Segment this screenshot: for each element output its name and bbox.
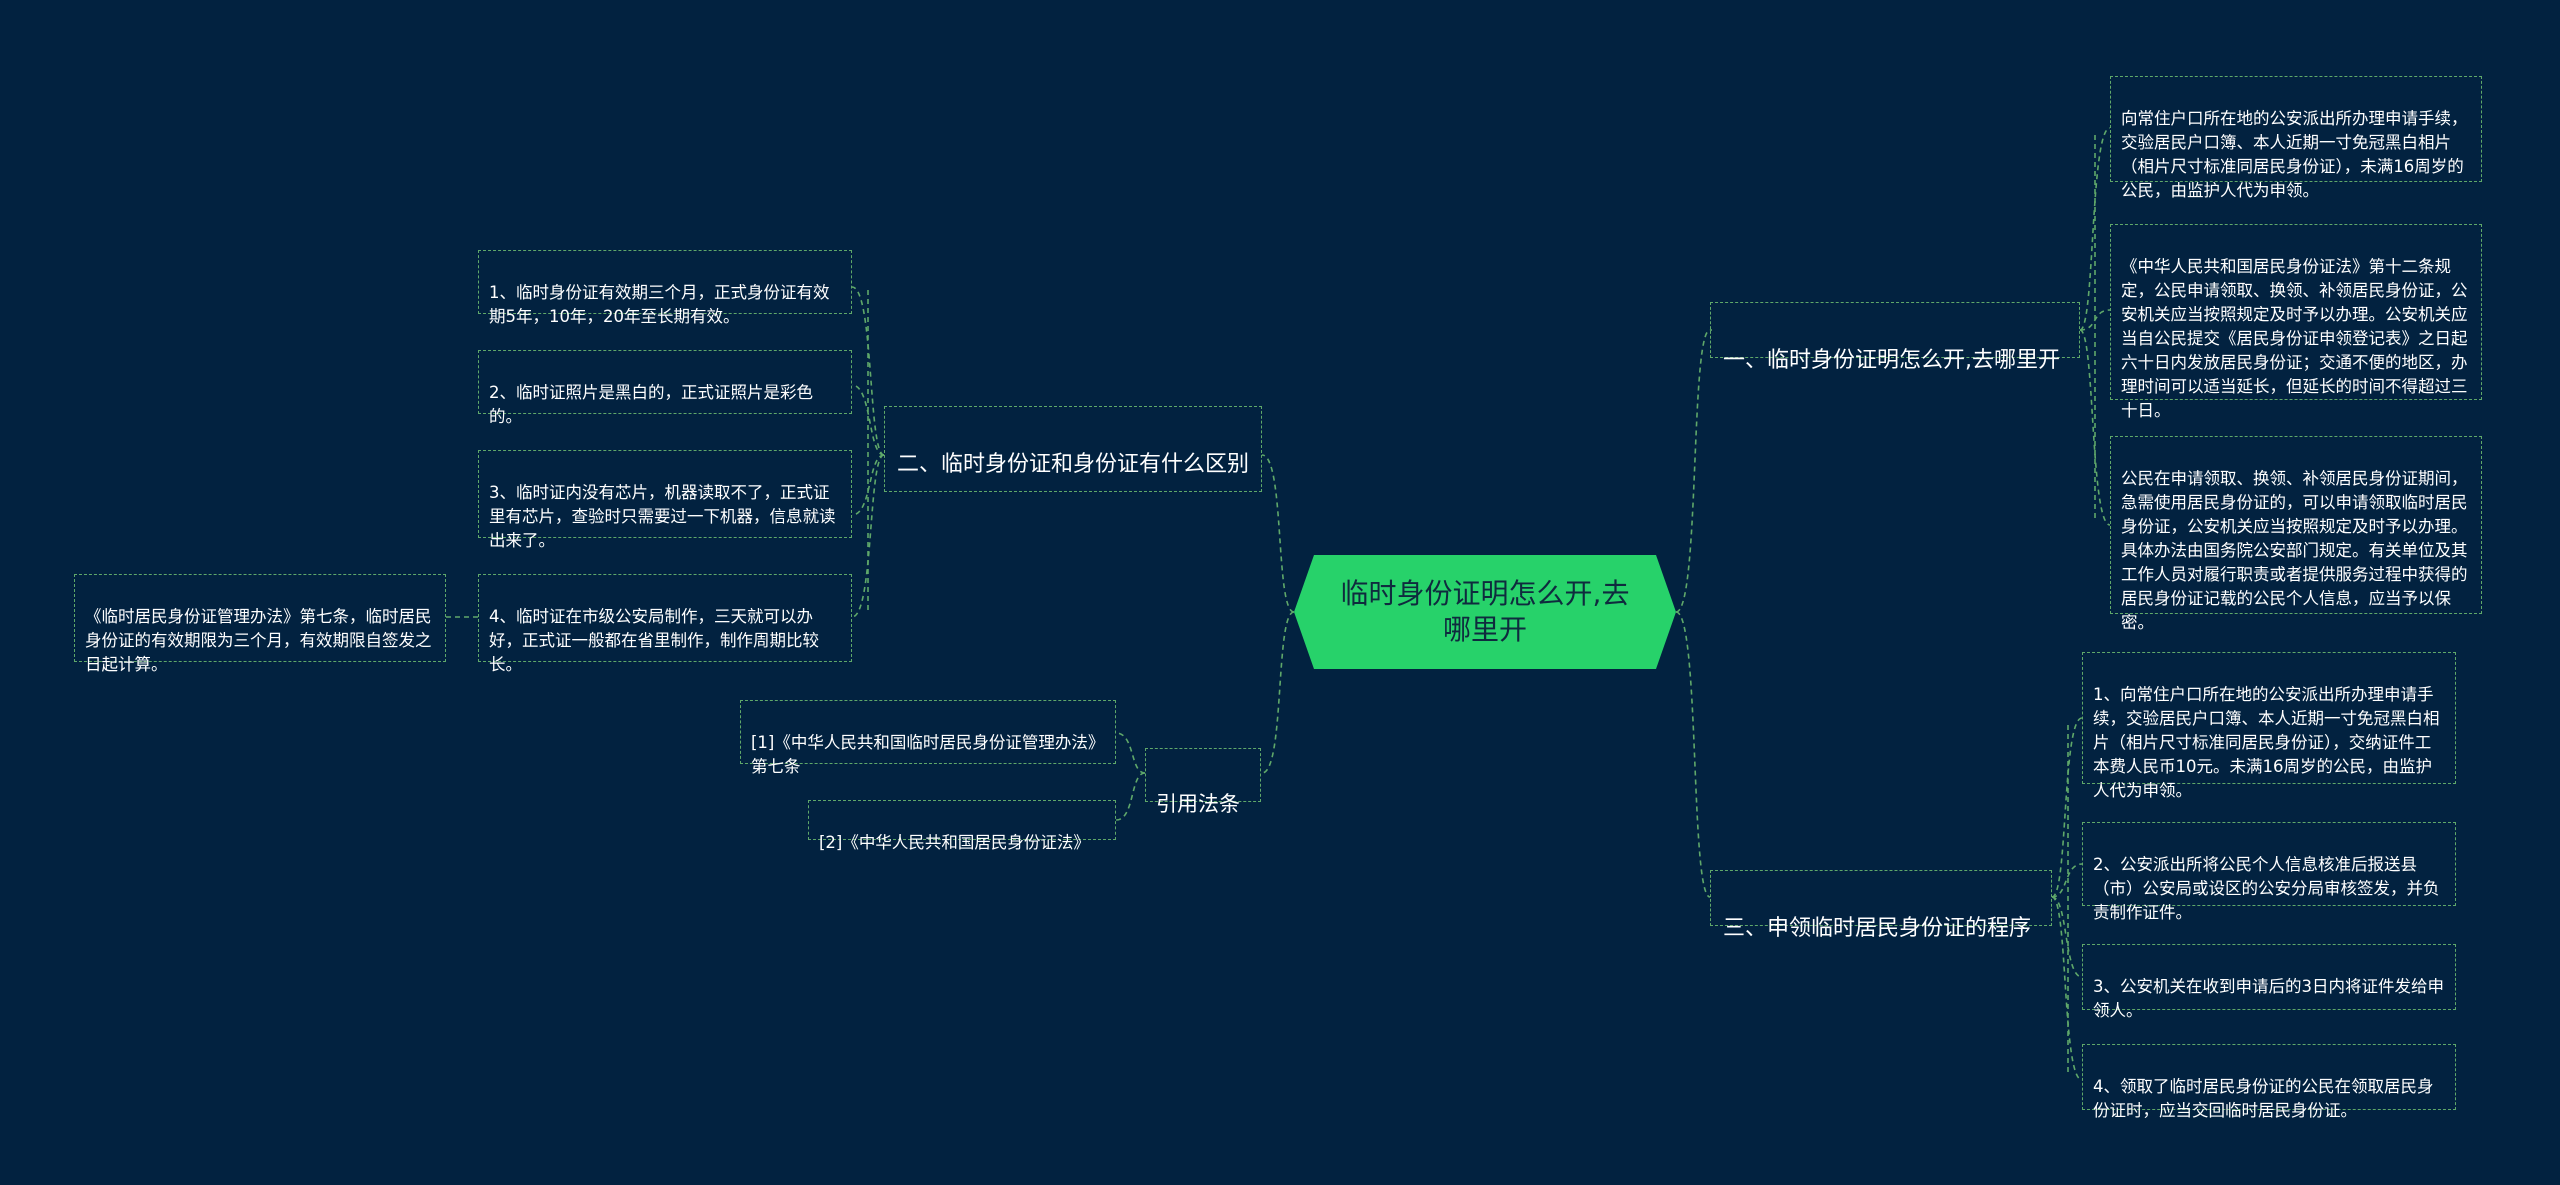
ref-2[interactable]: [2]《中华人民共和国居民身份证法》 — [808, 800, 1116, 852]
ref-1[interactable]: [1]《中华人民共和国临时居民身份证管理办法》 第七条 — [740, 700, 1116, 776]
branch-how-to-apply[interactable]: 一、临时身份证明怎么开,去哪里开 — [1710, 302, 2080, 373]
branch-difference[interactable]: 二、临时身份证和身份证有什么区别 — [884, 406, 1262, 492]
branch-label: 引用法条 — [1156, 792, 1240, 816]
leaf-text: 1、临时身份证有效期三个月，正式身份证有效期5年，10年，20年至长期有效。 — [489, 283, 830, 326]
root-topic[interactable]: 临时身份证明怎么开,去哪里开 — [1294, 555, 1676, 669]
leaf-b1-2[interactable]: 《中华人民共和国居民身份证法》第十二条规定，公民申请领取、换领、补领居民身份证，… — [2110, 224, 2482, 420]
branch-label: 一、临时身份证明怎么开,去哪里开 — [1723, 348, 2060, 373]
leaf-b2-1[interactable]: 1、临时身份证有效期三个月，正式身份证有效期5年，10年，20年至长期有效。 — [478, 250, 852, 326]
branch-label: 三、申领临时居民身份证的程序 — [1723, 916, 2032, 941]
leaf-b1-3[interactable]: 公民在申请领取、换领、补领居民身份证期间，急需使用居民身份证的，可以申请领取临时… — [2110, 436, 2482, 632]
leaf-text: 《临时居民身份证管理办法》第七条，临时居民身份证的有效期限为三个月，有效期限自签… — [85, 607, 432, 674]
leaf-text: [2]《中华人民共和国居民身份证法》 — [819, 833, 1090, 852]
leaf-text: 4、领取了临时居民身份证的公民在领取居民身份证时，应当交回临时居民身份证。 — [2093, 1077, 2434, 1120]
branch-procedure[interactable]: 三、申领临时居民身份证的程序 — [1710, 870, 2052, 941]
leaf-text: 公民在申请领取、换领、补领居民身份证期间，急需使用居民身份证的，可以申请领取临时… — [2121, 469, 2468, 632]
leaf-b3-3[interactable]: 3、公安机关在收到申请后的3日内将证件发给申领人。 — [2082, 944, 2456, 1020]
leaf-text: 2、临时证照片是黑白的，正式证照片是彩色的。 — [489, 383, 813, 426]
branch-label: 二、临时身份证和身份证有什么区别 — [897, 452, 1250, 477]
leaf-text: 1、向常住户口所在地的公安派出所办理申请手续，交验居民户口簿、本人近期一寸免冠黑… — [2093, 685, 2440, 800]
branch-references[interactable]: 引用法条 — [1145, 748, 1261, 816]
leaf-text: 2、公安派出所将公民个人信息核准后报送县（市）公安局或设区的公安分局审核签发，并… — [2093, 855, 2440, 922]
leaf-text: 向常住户口所在地的公安派出所办理申请手续，交验居民户口簿、本人近期一寸免冠黑白相… — [2121, 109, 2468, 200]
leaf-text: 3、临时证内没有芯片，机器读取不了，正式证里有芯片，查验时只需要过一下机器，信息… — [489, 483, 836, 550]
leaf-b3-2[interactable]: 2、公安派出所将公民个人信息核准后报送县（市）公安局或设区的公安分局审核签发，并… — [2082, 822, 2456, 922]
leaf-text: 《中华人民共和国居民身份证法》第十二条规定，公民申请领取、换领、补领居民身份证，… — [2121, 257, 2468, 420]
subleaf-b2-4[interactable]: 《临时居民身份证管理办法》第七条，临时居民身份证的有效期限为三个月，有效期限自签… — [74, 574, 446, 674]
leaf-b2-4[interactable]: 4、临时证在市级公安局制作，三天就可以办好，正式证一般都在省里制作，制作周期比较… — [478, 574, 852, 674]
leaf-b2-2[interactable]: 2、临时证照片是黑白的，正式证照片是彩色的。 — [478, 350, 852, 426]
leaf-b2-3[interactable]: 3、临时证内没有芯片，机器读取不了，正式证里有芯片，查验时只需要过一下机器，信息… — [478, 450, 852, 550]
leaf-text: [1]《中华人民共和国临时居民身份证管理办法》 第七条 — [751, 733, 1105, 776]
leaf-text: 3、公安机关在收到申请后的3日内将证件发给申领人。 — [2093, 977, 2444, 1020]
leaf-b1-1[interactable]: 向常住户口所在地的公安派出所办理申请手续，交验居民户口簿、本人近期一寸免冠黑白相… — [2110, 76, 2482, 200]
leaf-text: 4、临时证在市级公安局制作，三天就可以办好，正式证一般都在省里制作，制作周期比较… — [489, 607, 819, 674]
leaf-b3-1[interactable]: 1、向常住户口所在地的公安派出所办理申请手续，交验居民户口簿、本人近期一寸免冠黑… — [2082, 652, 2456, 800]
leaf-b3-4[interactable]: 4、领取了临时居民身份证的公民在领取居民身份证时，应当交回临时居民身份证。 — [2082, 1044, 2456, 1120]
